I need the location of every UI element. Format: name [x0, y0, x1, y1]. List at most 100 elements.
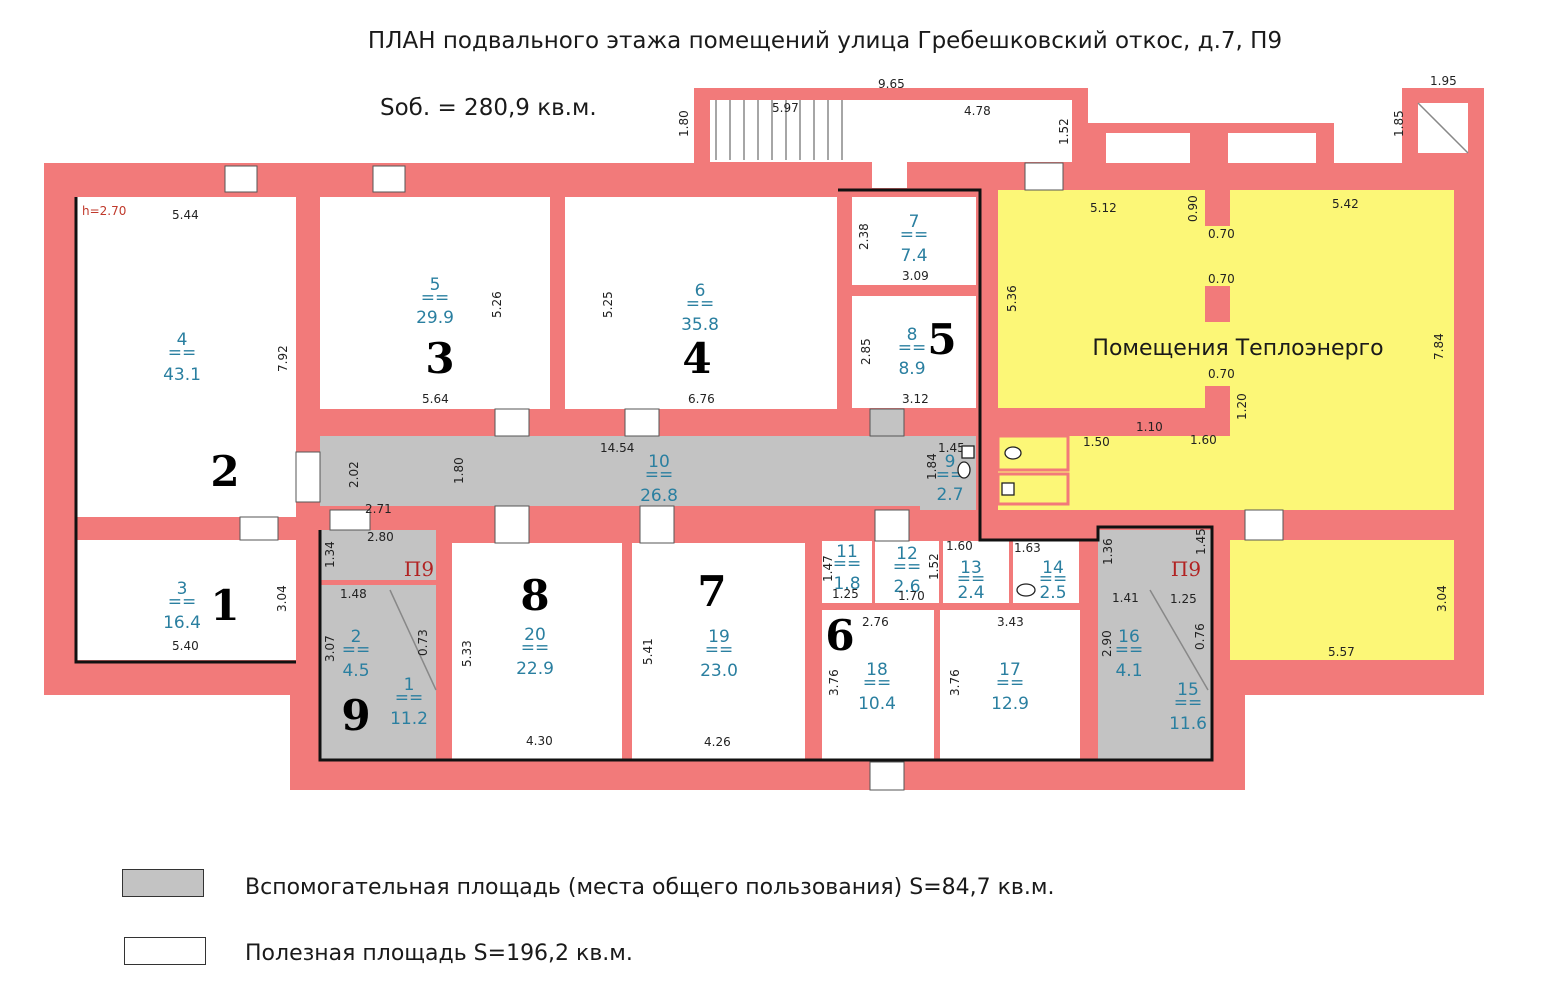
room-area: 12.9 [991, 694, 1029, 714]
room-sep: == [996, 673, 1025, 693]
dimension: 6.76 [688, 392, 715, 406]
room-num: 17 [999, 660, 1021, 680]
room-num: 9 [945, 452, 956, 472]
legend-swatch-useful [124, 937, 206, 965]
plumbing-fixtures [957, 445, 1036, 597]
dimension: 7.84 [1432, 333, 1446, 360]
dimension: 1.60 [1190, 433, 1217, 447]
dimension: 1.60 [946, 539, 973, 553]
room-area: 2.7 [936, 485, 963, 505]
dimension: 3.12 [902, 392, 929, 406]
dimension: 2.80 [367, 530, 394, 544]
premises-number: 7 [697, 567, 726, 616]
dimension: 1.70 [898, 589, 925, 603]
room-sep: == [421, 288, 450, 308]
room-sep: == [705, 640, 734, 660]
room-sep: == [686, 294, 715, 314]
room-area: 43.1 [163, 365, 201, 385]
premises-number: 5 [927, 315, 956, 364]
dimension: 1.47 [821, 555, 835, 582]
dimension: 5.64 [422, 392, 449, 406]
room-sep: == [893, 557, 922, 577]
teploenergo-label: Помещения Теплоэнерго [1092, 336, 1383, 361]
room-sep: == [863, 673, 892, 693]
room-area: 11.6 [1169, 714, 1207, 734]
dimension: 1.80 [677, 110, 691, 137]
room-num: 20 [524, 625, 546, 645]
premises-numbers: 1 2 3 4 5 6 7 8 9 [210, 315, 956, 740]
room-labels: 4 == 43.1 5 == 29.9 6 == 35.8 7 == 7.4 8… [163, 212, 1207, 734]
room-num: 8 [907, 325, 918, 345]
door-openings [224, 162, 1284, 791]
toilet-icon [1004, 446, 1022, 460]
p9-label-right: П9 [1171, 557, 1201, 581]
room-area: 10.4 [858, 694, 896, 714]
legend-common-text: Вспомогательная площадь (места общего по… [245, 875, 1055, 900]
room-num: 1 [404, 675, 415, 695]
room-area: 11.2 [390, 709, 428, 729]
floor-plan: h=2.70 Помещения Теплоэнерго П9 П9 4 == … [44, 74, 1484, 791]
room-area: 29.9 [416, 308, 454, 328]
room-area: 35.8 [681, 315, 719, 335]
legend-swatch-common [122, 869, 204, 897]
room-sep: == [395, 688, 424, 708]
dimension: 1.25 [1170, 592, 1197, 606]
dimension: 0.90 [1186, 195, 1200, 222]
premises-number: 4 [682, 334, 711, 383]
dimension: 4.30 [526, 734, 553, 748]
dimension: 1.34 [323, 541, 337, 568]
room-num: 10 [648, 452, 670, 472]
dimension: 2.71 [365, 502, 392, 516]
dimension: 2.38 [857, 223, 871, 250]
dimension: 1.85 [1392, 110, 1406, 137]
room-sep: == [521, 638, 550, 658]
room-sep: == [645, 465, 674, 485]
dimension: 7.92 [276, 345, 290, 372]
room-area: 4.1 [1115, 661, 1142, 681]
room-sep: == [957, 569, 986, 589]
dimension: 5.33 [460, 640, 474, 667]
dimension: 3.43 [997, 615, 1024, 629]
toilet-icon [1016, 583, 1036, 597]
room-interiors [76, 100, 1468, 760]
dimension: 5.97 [772, 101, 799, 115]
room-area: 8.9 [898, 359, 925, 379]
dimension: 1.41 [1112, 591, 1139, 605]
dimension: 5.36 [1005, 285, 1019, 312]
room-num: 15 [1177, 680, 1199, 700]
room-sep: == [1039, 569, 1068, 589]
dimension: 1.20 [1235, 393, 1249, 420]
dimension: 5.42 [1332, 197, 1359, 211]
dimension: 0.73 [416, 629, 430, 656]
room-num: 4 [177, 330, 188, 350]
dimension: 0.70 [1208, 227, 1235, 241]
sink-icon [1001, 482, 1015, 496]
dimension: 2.02 [347, 461, 361, 488]
dimensions: 9.65 5.97 4.78 1.80 1.52 1.95 1.85 5.44 … [172, 74, 1457, 749]
dimension: 9.65 [878, 77, 905, 91]
room-area: 16.4 [163, 613, 201, 633]
dimension: 0.70 [1208, 272, 1235, 286]
toilet-icon [957, 461, 971, 479]
dimension: 1.63 [1014, 541, 1041, 555]
room-num: 7 [909, 212, 920, 232]
room-sep: == [833, 554, 862, 574]
dimension: 5.57 [1328, 645, 1355, 659]
room-area: 26.8 [640, 486, 678, 506]
room-num: 6 [695, 281, 706, 301]
dimension: 2.76 [862, 615, 889, 629]
dimension: 1.52 [1057, 118, 1071, 145]
premises-number: 3 [425, 334, 454, 383]
room-sep: == [168, 592, 197, 612]
dimension: 0.70 [1208, 367, 1235, 381]
dimension: 1.25 [832, 587, 859, 601]
dimension: 1.52 [927, 553, 941, 580]
dimension: 3.04 [1435, 585, 1449, 612]
dimension: 5.41 [641, 638, 655, 665]
dimension: 1.80 [452, 457, 466, 484]
dimension: 1.45 [938, 441, 965, 455]
legend-useful-text: Полезная площадь S=196,2 кв.м. [245, 941, 633, 966]
room-num: 16 [1118, 627, 1140, 647]
dimension: 1.48 [340, 587, 367, 601]
room-sep: == [900, 225, 929, 245]
